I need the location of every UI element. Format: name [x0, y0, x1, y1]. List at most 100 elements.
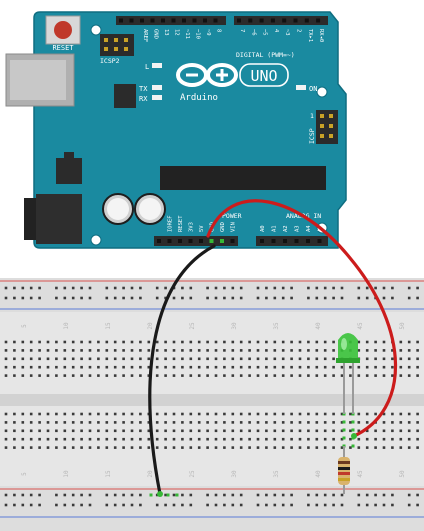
breadboard-hole — [181, 429, 184, 433]
breadboard-hole — [357, 412, 361, 416]
breadboard-hole — [130, 340, 134, 344]
resistor[interactable] — [338, 457, 350, 485]
breadboard-hole — [97, 349, 100, 352]
rail-hole — [340, 296, 344, 300]
rail-hole — [273, 296, 277, 300]
breadboard-hole — [231, 446, 235, 449]
breadboard-hole — [71, 349, 75, 352]
breadboard-hole — [130, 374, 134, 377]
breadboard-hole — [206, 357, 209, 361]
breadboard-hole — [88, 340, 92, 344]
breadboard-hole — [382, 349, 386, 352]
black-ground-wire[interactable] — [148, 244, 216, 496]
column-number: 30 — [231, 470, 238, 478]
breadboard-hole — [332, 349, 335, 352]
breadboard-hole — [416, 374, 419, 377]
breadboard-hole — [147, 421, 151, 424]
breadboard-hole — [88, 357, 92, 361]
column-number: 5 — [21, 472, 28, 476]
breadboard-hole — [214, 357, 218, 361]
breadboard-hole — [71, 437, 75, 441]
analog-pin-label: A2 — [283, 225, 289, 232]
breadboard-hole — [323, 429, 327, 433]
breadboard-hole — [155, 349, 159, 352]
breadboard-hole — [332, 421, 335, 424]
breadboard-hole — [4, 446, 8, 449]
breadboard-holes — [4, 286, 419, 507]
breadboard-hole — [281, 421, 285, 424]
breadboard-hole — [172, 429, 176, 433]
breadboard-hole — [273, 446, 277, 449]
top-power-rail — [0, 278, 424, 312]
green-led[interactable] — [336, 333, 360, 363]
rail-hole — [172, 503, 176, 507]
column-number: 15 — [105, 322, 112, 330]
breadboard-hole — [206, 365, 209, 369]
rail-hole — [206, 493, 209, 497]
breadboard-hole — [206, 421, 209, 424]
breadboard-hole — [46, 437, 50, 441]
breadboard-hole — [231, 340, 235, 344]
led-l-label: L — [145, 63, 149, 71]
breadboard-hole — [265, 340, 268, 344]
breadboard-hole — [391, 374, 394, 377]
breadboard-hole — [97, 429, 100, 433]
breadboard-hole — [181, 412, 184, 416]
icsp2-pin — [104, 38, 108, 42]
breadboard-hole — [38, 340, 41, 344]
rail-hole — [273, 493, 277, 497]
rail-hole — [315, 296, 319, 300]
dc-jack-front — [36, 194, 82, 244]
column-number: 5 — [21, 324, 28, 328]
breadboard-hole — [332, 446, 335, 449]
rail-hole — [189, 286, 193, 290]
breadboard-hole — [307, 412, 310, 416]
breadboard-hole — [197, 340, 201, 344]
header-hole — [171, 18, 176, 23]
breadboard-hole — [147, 365, 151, 369]
breadboard-hole — [290, 421, 293, 424]
rail-hole — [139, 493, 142, 497]
breadboard-hole — [223, 365, 226, 369]
breadboard-hole — [189, 357, 193, 361]
breadboard-hole — [357, 446, 361, 449]
breadboard-hole — [332, 357, 335, 361]
rail-hole — [63, 493, 67, 497]
breadboard-hole — [407, 374, 411, 377]
breadboard-hole — [21, 429, 25, 433]
breadboard-hole — [315, 357, 319, 361]
rail-hole — [281, 296, 285, 300]
breadboard-hole — [197, 429, 201, 433]
breadboard-hole — [407, 429, 411, 433]
breadboard-hole — [55, 374, 58, 377]
breadboard-hole — [214, 437, 218, 441]
breadboard-hole — [357, 437, 361, 441]
rail-hole — [391, 286, 394, 290]
breadboard-hole — [265, 437, 268, 441]
rail-hole — [105, 296, 109, 300]
header-hole — [316, 18, 321, 23]
breadboard-hole — [172, 437, 176, 441]
breadboard-hole — [139, 349, 142, 352]
rail-hole — [13, 286, 16, 290]
header-hole — [306, 239, 310, 243]
power-pin-label: GND — [220, 222, 226, 232]
header-hole — [129, 18, 134, 23]
bottom-power-rail — [0, 486, 424, 531]
reset-button-cap[interactable] — [54, 21, 72, 39]
breadboard-hole — [122, 429, 125, 433]
breadboard-hole — [113, 357, 117, 361]
digital-pin-label: ~3 — [284, 29, 290, 36]
breadboard-hole — [71, 412, 75, 416]
breadboard-hole — [46, 374, 50, 377]
rail-hole — [231, 493, 235, 497]
breadboard-hole — [307, 437, 310, 441]
rail-hole — [139, 503, 142, 507]
icsp-pin — [320, 114, 324, 118]
breadboard-hole — [256, 429, 260, 433]
digital-pin-label: GND — [153, 29, 159, 39]
breadboard-hole — [155, 429, 159, 433]
power-pin-label: IOREF — [168, 215, 174, 232]
red-signal-wire[interactable] — [206, 199, 398, 438]
breadboard-hole — [155, 446, 159, 449]
